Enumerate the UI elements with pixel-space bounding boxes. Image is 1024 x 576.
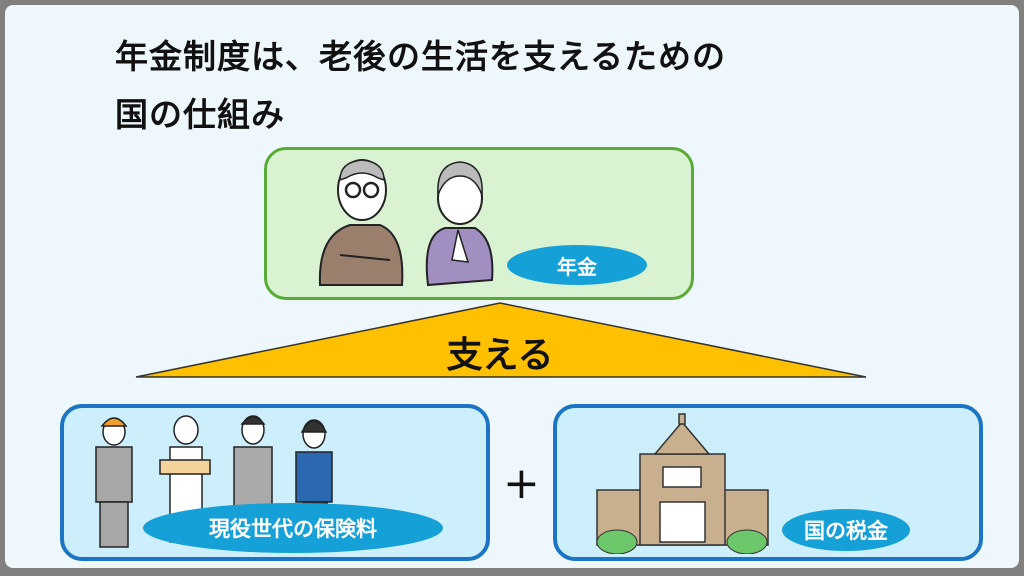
title-line-1: 年金制度は、老後の生活を支えるための bbox=[115, 37, 727, 76]
title-line-2: 国の仕組み bbox=[115, 95, 285, 134]
support-triangle bbox=[135, 302, 867, 378]
pension-label: 年金 bbox=[507, 245, 647, 285]
diet-building-icon bbox=[596, 413, 769, 554]
national-tax-label: 国の税金 bbox=[782, 509, 910, 551]
plus-sign: + bbox=[503, 458, 540, 509]
support-label: 支える bbox=[446, 335, 554, 376]
insurance-premium-label: 現役世代の保険料 bbox=[143, 503, 443, 553]
elderly-couple-illustration bbox=[318, 159, 494, 287]
